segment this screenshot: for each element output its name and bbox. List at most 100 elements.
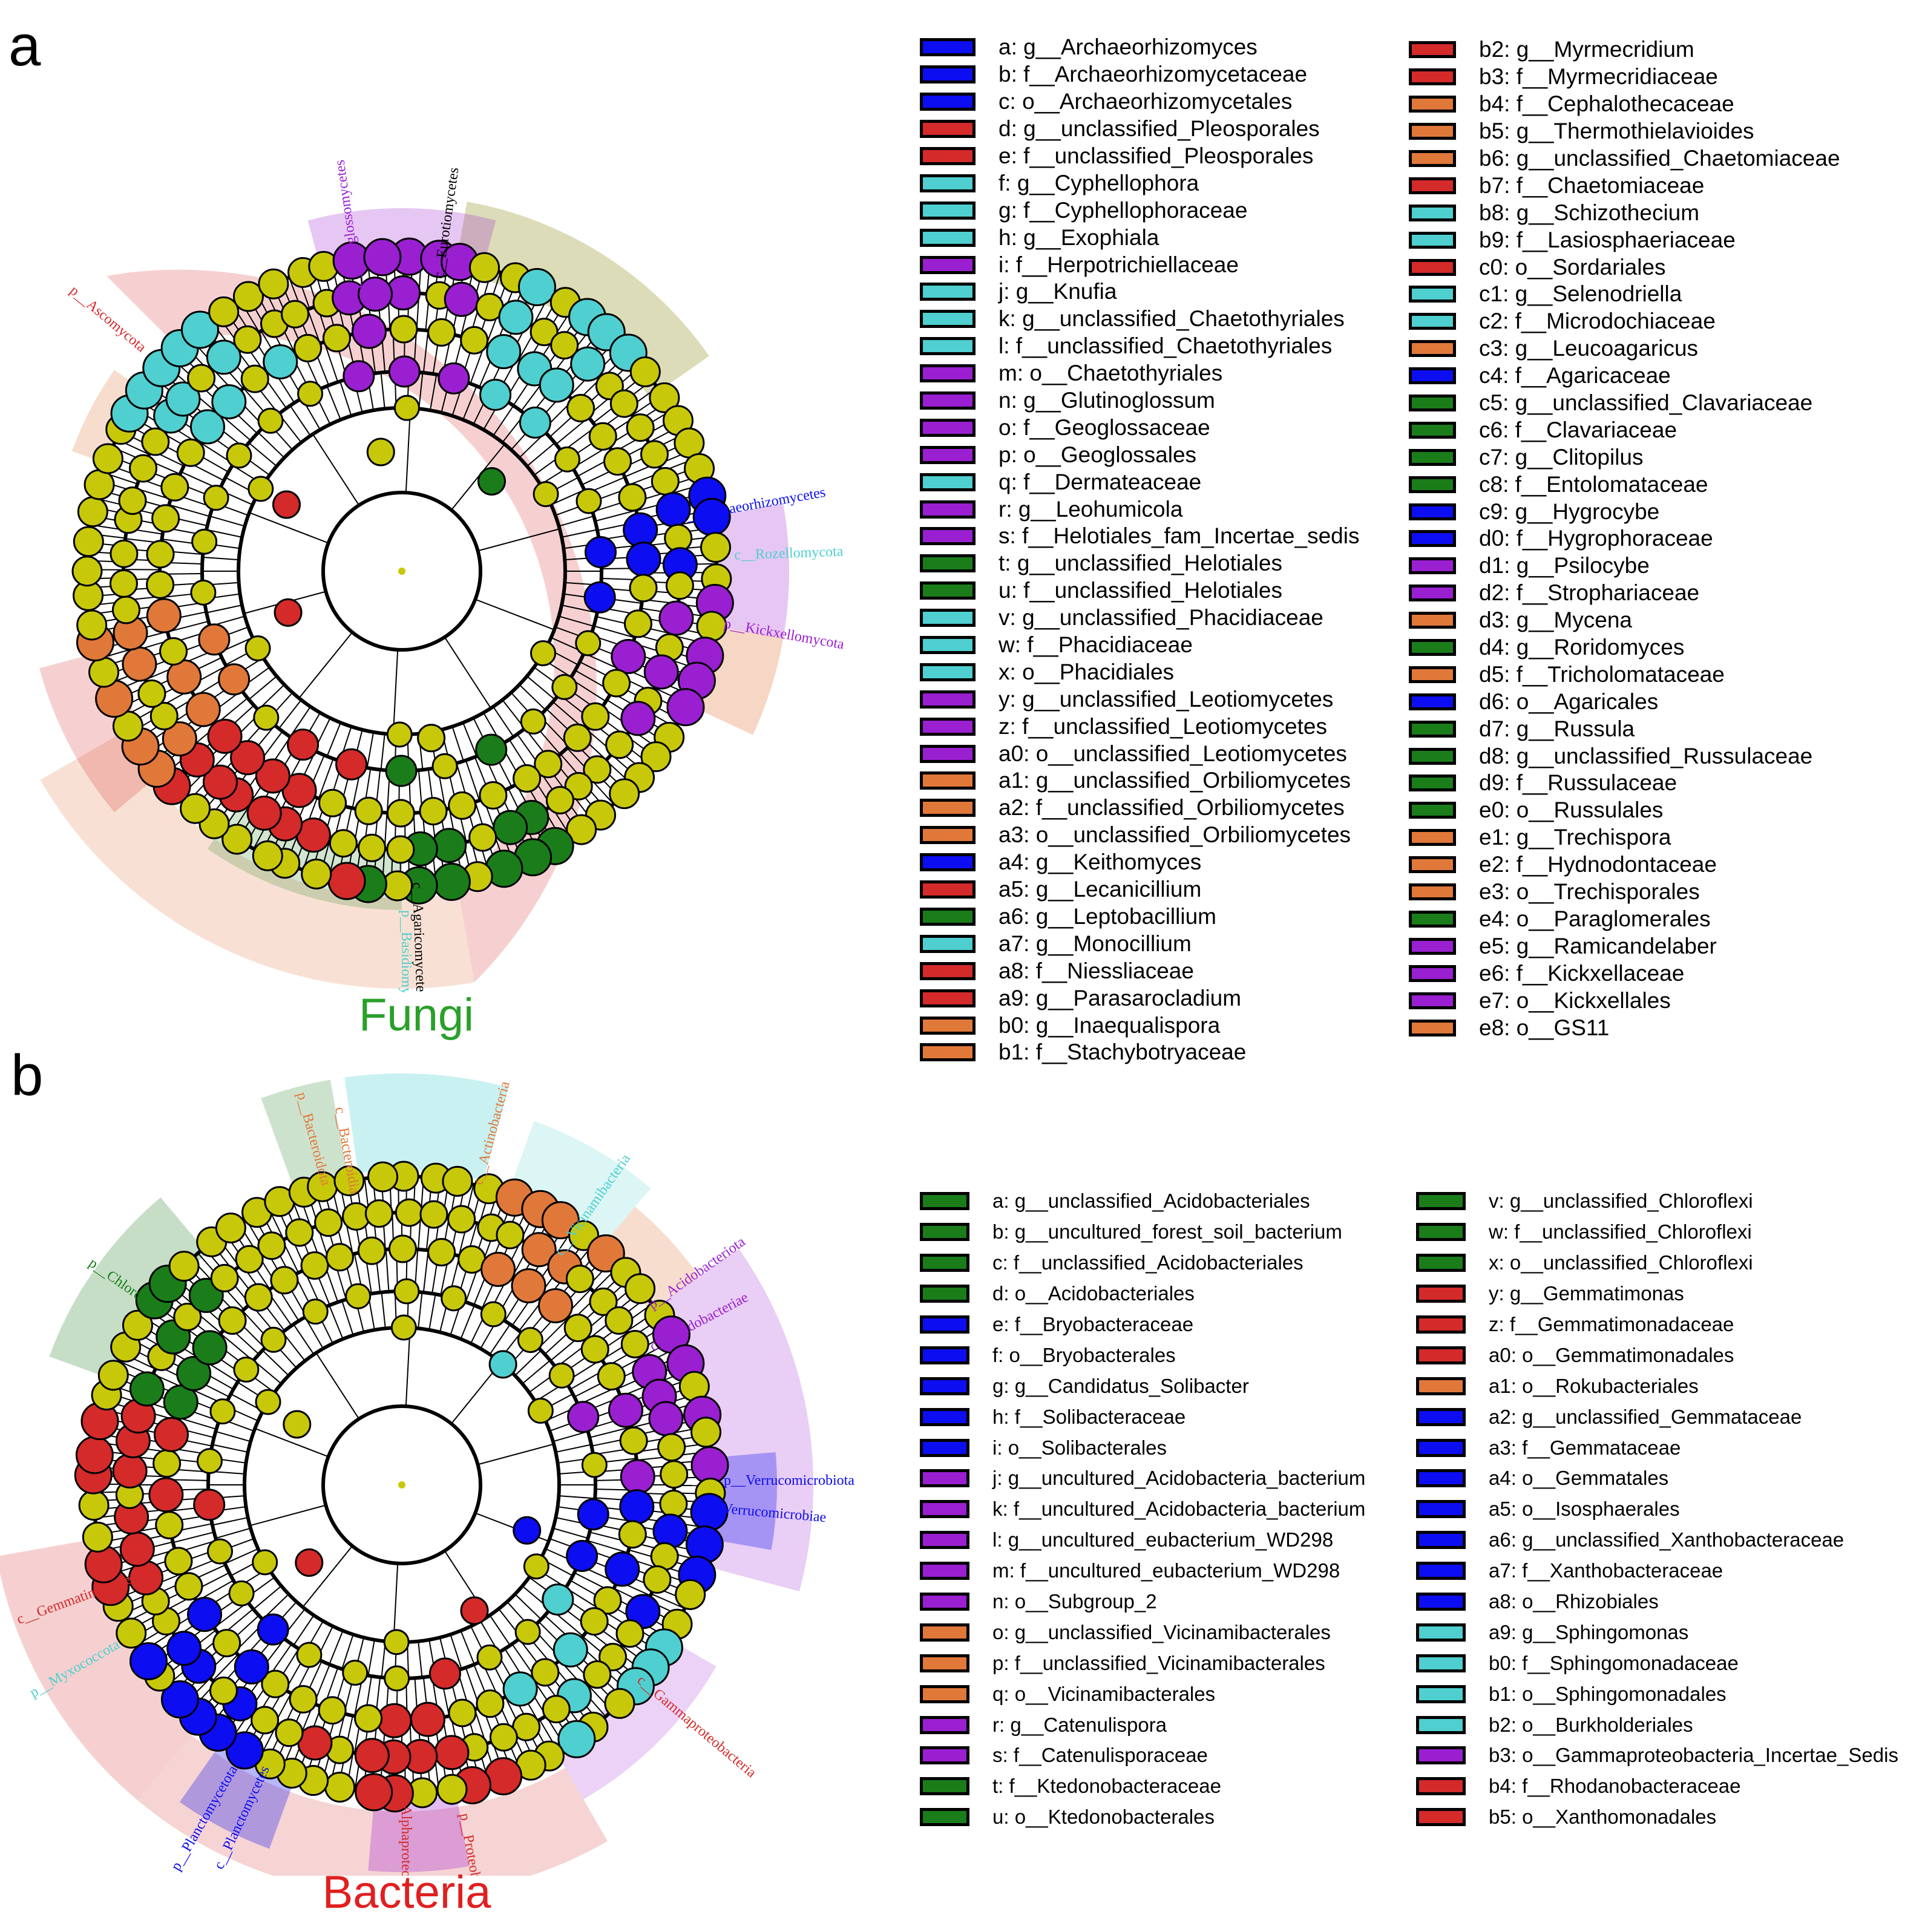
legend-swatch [920, 907, 976, 926]
taxon-node [393, 1278, 420, 1305]
taxon-node [604, 1688, 635, 1719]
legend-separator: : [1504, 933, 1517, 958]
legend-label: o__Burkholderiales [1522, 1713, 1693, 1736]
legend-label: f__Phacidiaceae [1027, 632, 1193, 658]
taxon-node [447, 1205, 476, 1234]
taxon-node [609, 778, 640, 810]
legend-item: a9: g__Parasarocladium [920, 984, 1359, 1012]
taxon-node [212, 1628, 241, 1657]
taxon-node [118, 486, 147, 515]
legend-item: a0: o__Gemmatimonadales [1416, 1340, 1898, 1370]
taxon-node [234, 1649, 269, 1685]
tree-branch [315, 1352, 360, 1420]
legend-label: f__uncultured_Acidobacteria_bacterium [1013, 1498, 1366, 1521]
legend-item: j: g__Knufia [920, 278, 1359, 306]
taxon-node [675, 1579, 706, 1610]
tree-branch [289, 405, 311, 436]
legend-separator: : [1003, 1590, 1015, 1613]
taxon-node [623, 512, 658, 548]
taxon-node [615, 1619, 644, 1648]
legend-label: g__Mycena [1516, 607, 1633, 633]
legend-key: x [1489, 1251, 1499, 1274]
legend-key: o [999, 414, 1011, 440]
legend-label: f__Kickxellaceae [1516, 960, 1685, 986]
legend-swatch [920, 690, 976, 709]
taxon-node [620, 1459, 655, 1495]
legend-separator: : [1023, 985, 1036, 1010]
taxon-node [553, 1632, 588, 1668]
taxon-node [643, 654, 679, 690]
legend-separator: : [1510, 1436, 1523, 1459]
taxon-node [160, 1680, 199, 1719]
legend-item: m: o__Chaetothyriales [920, 360, 1359, 387]
legend-item: o: g__unclassified_Vicinamibacterales [920, 1617, 1365, 1648]
legend-swatch [1409, 720, 1456, 738]
legend-item: d6: o__Agaricales [1409, 688, 1840, 715]
legend-key: r [999, 496, 1006, 522]
legend-separator: : [1504, 797, 1517, 823]
legend-key: e4 [1479, 906, 1504, 931]
taxon-node [588, 422, 617, 451]
legend-key: b4 [1489, 1775, 1511, 1798]
legend-label: g__Sphingomonas [1522, 1620, 1689, 1643]
legend-swatch [1409, 910, 1456, 928]
bacteria-title: Bacteria [322, 1867, 491, 1918]
legend-label: g__Thermothielavioides [1516, 119, 1754, 144]
tree-branch [262, 1349, 289, 1377]
tree-branch [522, 1360, 551, 1384]
tree-branch [587, 1540, 628, 1554]
legend-key: k [999, 306, 1010, 332]
legend-label: g__unclassified_Pleosporales [1023, 116, 1320, 142]
legend-separator: : [1504, 553, 1517, 578]
legend-key: b5 [1479, 119, 1504, 144]
legend-swatch [920, 717, 976, 736]
tree-branch [380, 372, 385, 409]
legend-key: a7 [999, 931, 1024, 956]
taxon-node [666, 688, 705, 727]
taxon-node [583, 755, 612, 784]
legend-key: g [992, 1374, 1004, 1397]
tree-branch [489, 1614, 511, 1646]
legend-item: e4: o__Paraglomerales [1409, 906, 1840, 933]
legend-separator: : [1503, 444, 1515, 470]
legend-key: c3 [1479, 336, 1503, 361]
legend-item: e3: o__Trechisporales [1409, 879, 1840, 906]
legend-item: c: f__unclassified_Acidobacteriales [920, 1248, 1365, 1279]
legend-separator: : [1023, 741, 1036, 766]
legend-item: b3: f__Myrmecridiaceae [1409, 64, 1840, 91]
legend-separator: : [1009, 659, 1023, 684]
legend-separator: : [1009, 713, 1023, 739]
tree-branch [212, 1654, 238, 1681]
taxon-node [301, 858, 332, 889]
taxon-node [511, 1268, 546, 1304]
legend-separator: : [1510, 1682, 1523, 1705]
tree-branch [248, 442, 277, 467]
legend-key: a9 [1489, 1620, 1511, 1643]
legend-swatch [1416, 1285, 1466, 1303]
legend-label: f__Geoglossaceae [1023, 414, 1210, 440]
root-node [398, 568, 405, 575]
taxon-node [248, 476, 274, 502]
legend-label: g__Cyphellophora [1017, 170, 1199, 195]
legend-item: c0: o__Sordariales [1409, 254, 1840, 281]
legend-label: f__unclassified_Helotiales [1023, 578, 1282, 603]
taxon-node [141, 427, 170, 456]
legend-item: j: g__uncultured_Acidobacteria_bacterium [920, 1463, 1365, 1494]
legend-swatch [1416, 1562, 1466, 1580]
tree-branch [367, 1639, 375, 1676]
tree-branch [444, 637, 491, 709]
legend-key: b1 [1489, 1682, 1511, 1705]
tree-branch [307, 309, 321, 344]
taxon-node [327, 862, 366, 900]
legend-key: c2 [1479, 309, 1503, 334]
clade-label: c__Agaricomycetes [409, 882, 429, 992]
taxon-node [575, 630, 602, 657]
taxon-node [78, 1490, 110, 1521]
legend-swatch [1416, 1438, 1466, 1457]
taxon-node [619, 1426, 648, 1455]
legend-item: c8: f__Entolomataceae [1409, 471, 1840, 498]
legend-key: b6 [1479, 146, 1504, 171]
legend-separator: : [1498, 1251, 1510, 1274]
tree-branch [418, 1292, 423, 1329]
